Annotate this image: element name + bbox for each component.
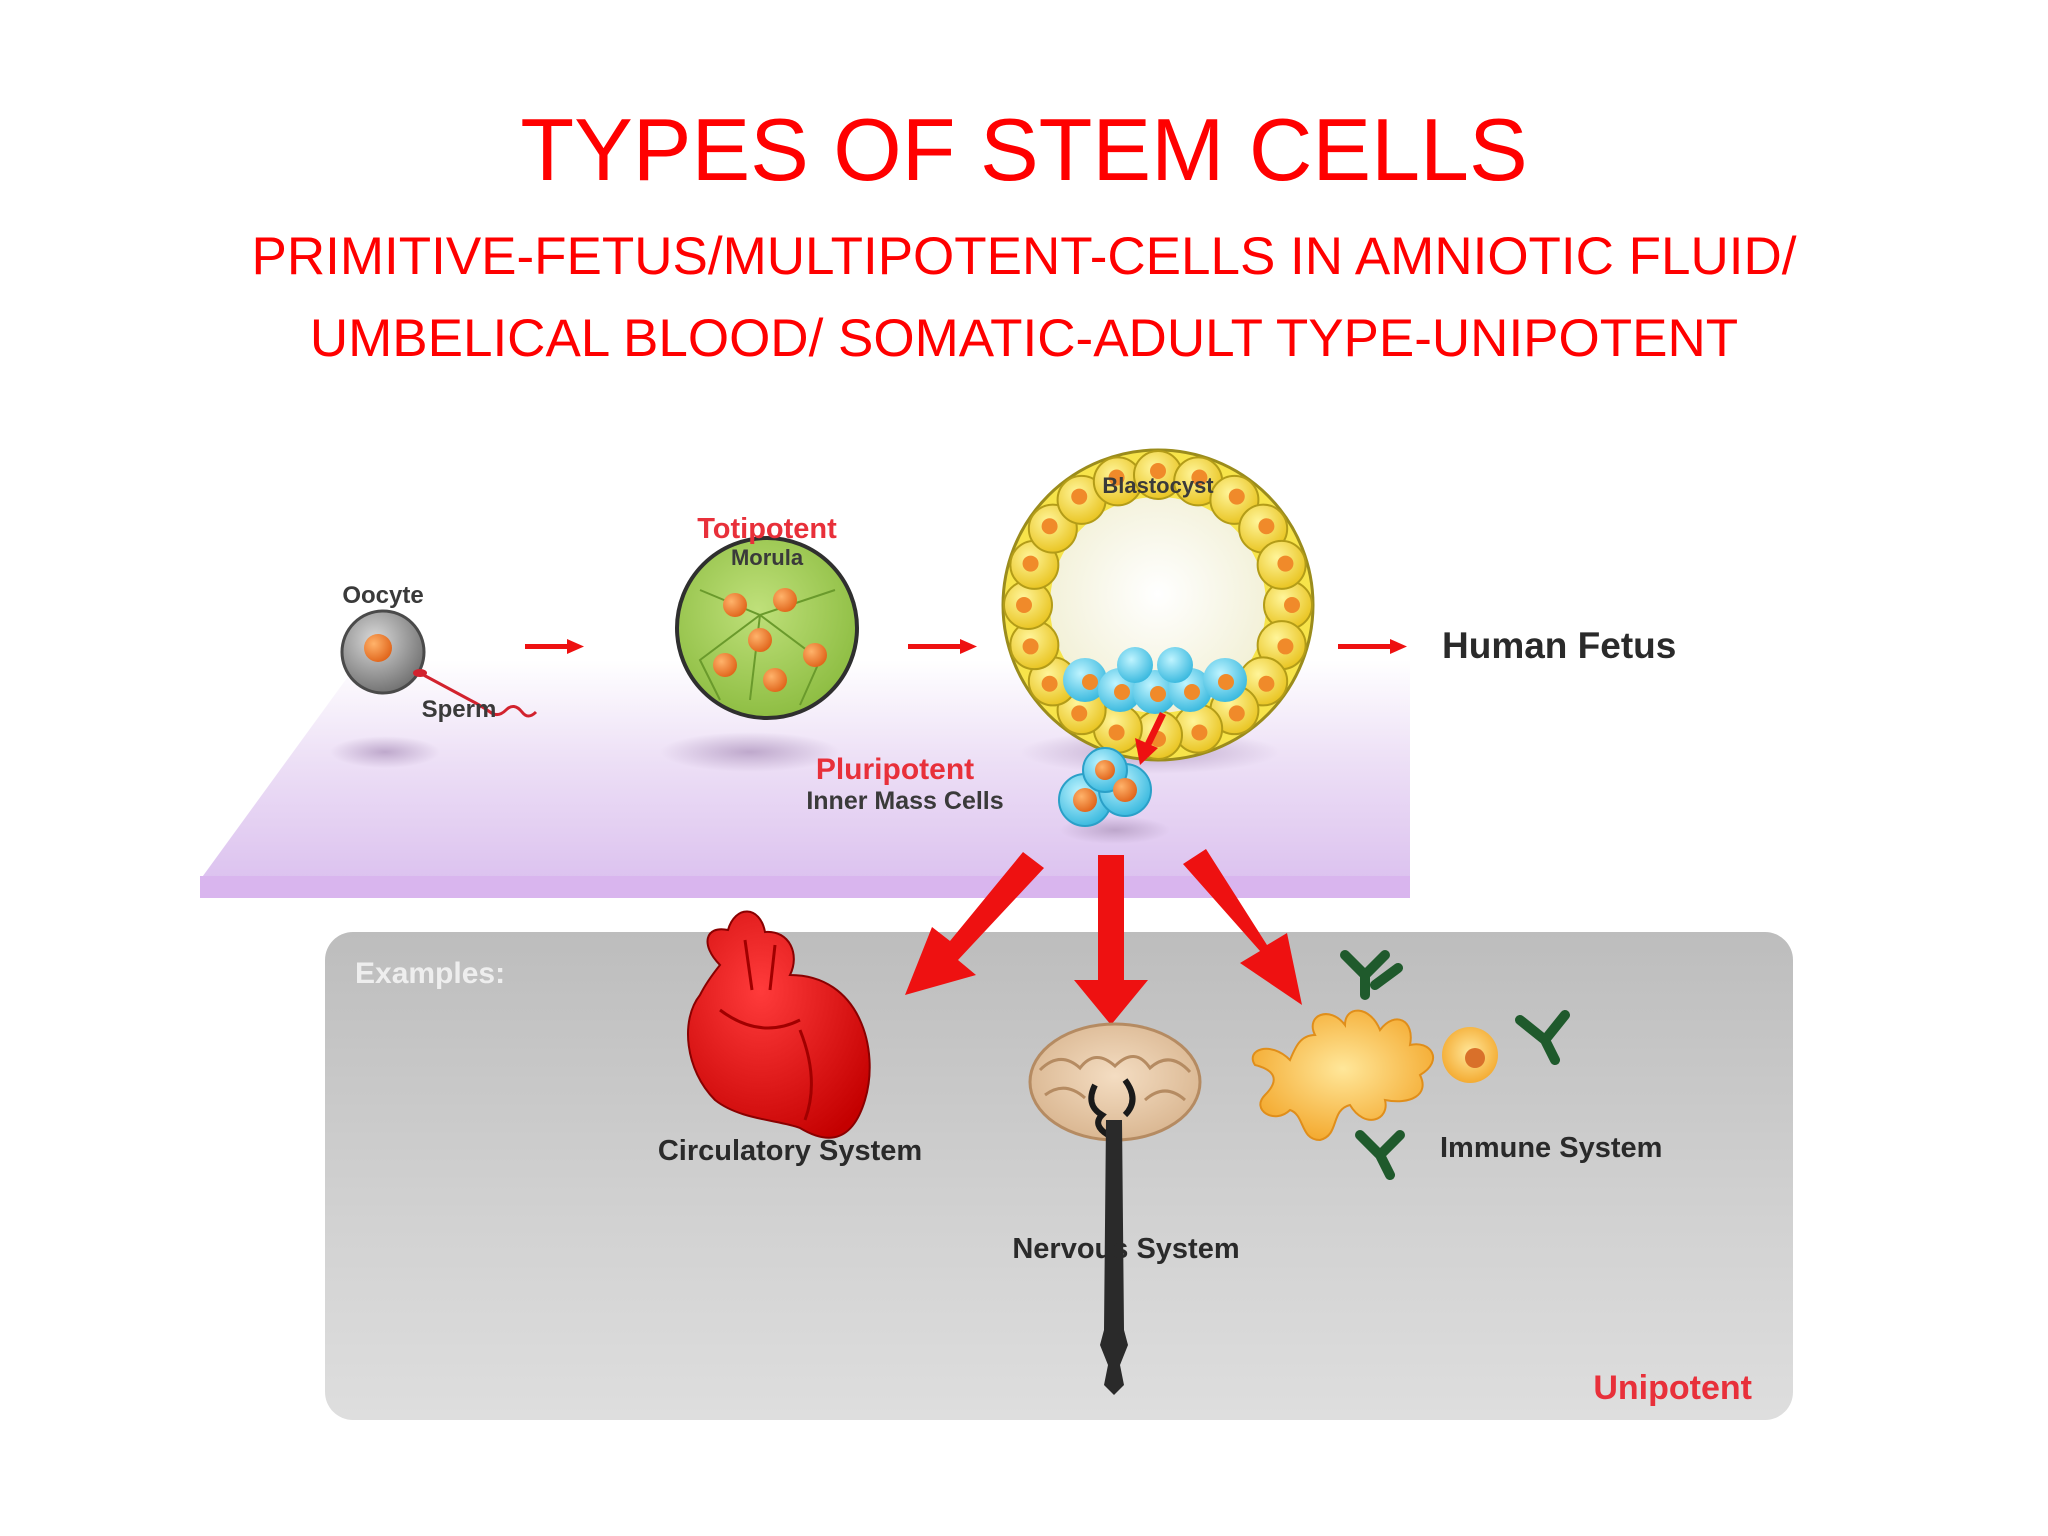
examples-label: Examples: [355,957,505,990]
trophoblast-nucleus [1228,705,1245,722]
arrow-oocyte-to-morula [525,639,584,654]
differentiation-arrows [905,849,1302,1025]
trophoblast-nucleus [1108,469,1125,486]
slide-title: TYPES OF STEM CELLS [520,100,1528,199]
trophoblast-nucleus [1284,597,1300,613]
oocyte-label: Oocyte [342,582,423,609]
pluripotent-cell-cluster [1058,747,1152,827]
blastocyst-cell [1001,448,1315,762]
arrow-blastocyst-to-fetus [1338,639,1407,654]
circulatory-system-label: Circulatory System [658,1135,922,1167]
pluripotent-label: Pluripotent [816,753,974,786]
trophoblast-nucleus [1041,675,1058,692]
arrow-morula-to-blastocyst [908,639,977,654]
arrow-to-circulatory-system [905,852,1044,995]
morula-cell [675,536,859,720]
sperm-label: Sperm [422,696,497,723]
trophoblast-nucleus [1022,555,1039,572]
trophoblast-nucleus [1258,518,1275,535]
trophoblast-nucleus [1108,724,1125,741]
immune-cell-icon [1251,1009,1498,1142]
subtitle-line-1: PRIMITIVE-FETUS/MULTIPOTENT-CELLS IN AMN… [251,227,1797,286]
trophoblast-nucleus [1016,597,1032,613]
trophoblast-nucleus [1150,463,1166,479]
unipotent-label: Unipotent [1593,1369,1752,1407]
trophoblast-nucleus [1191,724,1208,741]
stage-arrows [525,639,1407,654]
trophoblast-nucleus [1022,638,1039,655]
arrow-blastocyst-to-inner-mass [1135,712,1166,765]
examples-panel [325,932,1793,1420]
arrow-to-nervous-system [1074,855,1148,1025]
oocyte-cell [340,609,426,695]
antibody-icons [1340,950,1570,1180]
trophoblast-nucleus [1228,488,1245,505]
trophoblast-nucleus [1258,675,1275,692]
blastocyst-label: Blastocyst [1102,473,1214,498]
slide-subtitle: PRIMITIVE-FETUS/MULTIPOTENT-CELLS IN AMN… [0,216,2048,380]
totipotent-label: Totipotent [697,513,837,545]
inner-cell-mass-cluster [1063,647,1247,714]
spinal-cord-icon [1100,1120,1128,1395]
trophoblast-nucleus [1191,469,1208,486]
human-fetus-label: Human Fetus [1442,625,1676,666]
arrow-to-immune-system [1183,849,1302,1005]
nervous-system-label: Nervous System [1012,1233,1239,1265]
inner-mass-cells-label: Inner Mass Cells [806,787,1003,815]
subtitle-line-2: UMBELICAL BLOOD/ SOMATIC-ADULT TYPE-UNIP… [309,309,1739,368]
sperm-icon [413,669,538,718]
trophoblast-nucleus [1071,705,1088,722]
immune-system-label: Immune System [1440,1132,1662,1164]
trophoblast-nucleus [1277,555,1294,572]
morula-label: Morula [731,545,804,570]
trophoblast-nucleus [1277,638,1294,655]
trophoblast-nucleus [1041,518,1058,535]
heart-icon [687,910,871,1139]
trophoblast-nucleus [1071,488,1088,505]
